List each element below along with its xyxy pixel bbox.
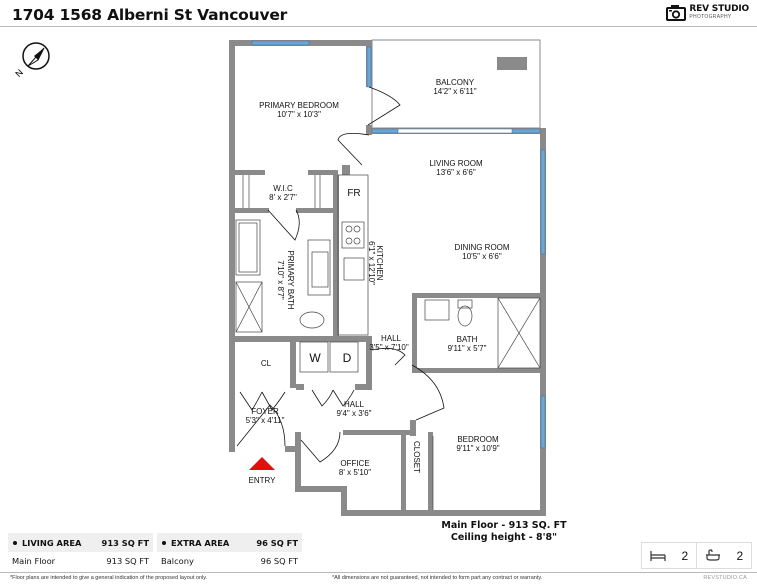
room-washer: W — [309, 351, 321, 365]
room-balcony: BALCONY — [436, 78, 475, 87]
brand-logo: REV STUDIO PHOTOGRAPHY — [666, 4, 749, 21]
living-area-table: LIVING AREA 913 SQ FT Main Floor 913 SQ … — [8, 533, 153, 570]
disclaimer-layout: *Floor plans are intended to give a gene… — [10, 575, 208, 581]
disclaimer-dimensions: *All dimensions are not guaranteed, not … — [332, 575, 543, 581]
room-hall-2: HALL — [344, 400, 365, 409]
room-primary-bath: PRIMARY BATH — [286, 250, 295, 309]
bullet-icon — [162, 540, 166, 545]
svg-text:3'5" x 7'10": 3'5" x 7'10" — [369, 343, 409, 352]
entry-label: ENTRY — [249, 476, 277, 485]
svg-text:6'1" x 12'10": 6'1" x 12'10" — [367, 241, 376, 285]
bathtub-icon — [705, 549, 720, 561]
floor-caption: Main Floor - 913 SQ. FT Ceiling height -… — [424, 520, 584, 544]
svg-text:7'10" x 8'7": 7'10" x 8'7" — [276, 260, 285, 300]
living-area-row: Main Floor 913 SQ FT — [12, 556, 149, 566]
svg-text:N: N — [13, 67, 25, 79]
brand-sub: PHOTOGRAPHY — [689, 14, 732, 20]
living-area-header: LIVING AREA 913 SQ FT — [8, 533, 153, 552]
svg-text:8' x 5'10": 8' x 5'10" — [339, 468, 371, 477]
room-hall-1: HALL — [381, 334, 402, 343]
room-closet: CLOSET — [412, 441, 421, 473]
room-bath: BATH — [457, 335, 478, 344]
balcony-furniture — [497, 57, 527, 70]
svg-text:13'6" x 6'6": 13'6" x 6'6" — [436, 168, 476, 177]
extra-area-table: EXTRA AREA 96 SQ FT Balcony 96 SQ FT — [157, 533, 302, 570]
svg-text:9'4" x 3'6": 9'4" x 3'6" — [337, 409, 372, 418]
room-living: LIVING ROOM — [429, 159, 483, 168]
room-bedroom: BEDROOM — [457, 435, 499, 444]
svg-text:8' x 2'7": 8' x 2'7" — [269, 193, 297, 202]
room-foyer: FOYER — [251, 407, 279, 416]
room-counts: 2 2 — [641, 542, 752, 569]
floor-area-line: Main Floor - 913 SQ. FT — [441, 520, 567, 531]
room-dryer: D — [343, 351, 352, 365]
bathroom-count: 2 — [696, 543, 751, 568]
svg-text:5'3" x 4'11": 5'3" x 4'11" — [246, 416, 285, 425]
room-kitchen: KITCHEN — [375, 245, 384, 280]
room-dining: DINING ROOM — [454, 243, 509, 252]
bullet-icon — [13, 540, 17, 545]
page-title: 1704 1568 Alberni St Vancouver — [12, 6, 288, 24]
footer-divider — [0, 572, 757, 573]
svg-text:9'11" x 5'7": 9'11" x 5'7" — [448, 344, 487, 353]
website-link[interactable]: REVSTUDIO.CA — [703, 575, 747, 581]
brand-name: REV STUDIO — [689, 4, 749, 14]
room-primary-bedroom: PRIMARY BEDROOM — [259, 101, 339, 110]
svg-text:14'2" x 6'11": 14'2" x 6'11" — [433, 87, 476, 96]
fixtures — [235, 174, 541, 510]
room-labels: PRIMARY BEDROOM 10'7" x 10'3" BALCONY 14… — [246, 78, 510, 477]
room-wic: W.I.C — [273, 184, 293, 193]
compass-icon: N — [13, 42, 50, 79]
camera-icon — [666, 5, 687, 21]
ceiling-height-line: Ceiling height - 8'8" — [450, 532, 558, 543]
bed-icon — [650, 550, 666, 561]
living-area-total: 913 SQ FT — [101, 537, 149, 548]
svg-text:10'7" x 10'3": 10'7" x 10'3" — [277, 110, 321, 119]
doors — [236, 86, 445, 463]
room-closet-cl: CL — [261, 359, 272, 368]
bedroom-count: 2 — [642, 543, 696, 568]
header-divider — [0, 26, 757, 27]
extra-area-header: EXTRA AREA 96 SQ FT — [157, 533, 302, 552]
room-fridge: FR — [347, 188, 360, 199]
room-office: OFFICE — [340, 459, 369, 468]
extra-area-total: 96 SQ FT — [256, 537, 298, 548]
svg-text:9'11" x 10'9": 9'11" x 10'9" — [456, 444, 499, 453]
entry-arrow-icon — [249, 457, 275, 470]
extra-area-row: Balcony 96 SQ FT — [161, 556, 298, 566]
svg-text:10'5" x 6'6": 10'5" x 6'6" — [462, 252, 502, 261]
